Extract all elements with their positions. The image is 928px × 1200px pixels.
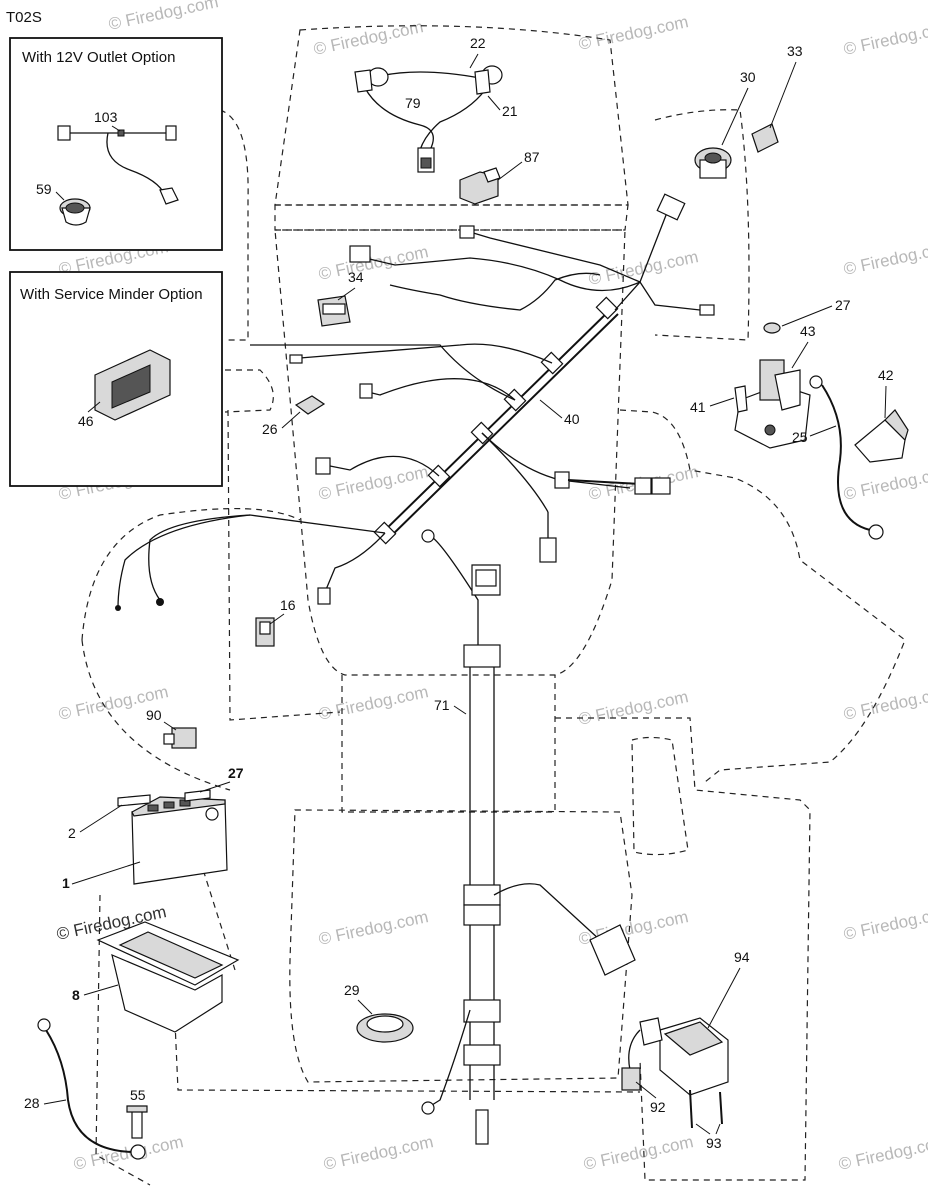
part-92-connector: 92 [621,1017,666,1115]
part-label-79: 79 [405,95,421,111]
part-1-battery: 1 [62,796,228,891]
part-label-103: 103 [94,109,118,125]
part-label-25: 25 [792,429,808,445]
part-16-connector: 16 [255,597,296,647]
part-label-2: 2 [68,825,76,841]
part-label-46: 46 [78,413,94,429]
part-label-71: 71 [434,697,450,713]
part-94-module: 94 [659,949,750,1096]
part-label-33: 33 [787,43,803,59]
part-label-27: 27 [228,765,244,781]
watermark: © Firedog.com [837,1132,928,1174]
watermark: © Firedog.com [842,237,928,279]
watermark: © Firedog.com [842,17,928,59]
part-label-59: 59 [36,181,52,197]
watermark: © Firedog.com [842,682,928,724]
part-label-94: 94 [734,949,750,965]
option-box-title: With Service Minder Option [20,286,203,303]
part-label-22: 22 [470,35,486,51]
part-43-solenoid: 27 43 41 [690,297,851,449]
part-label-16: 16 [280,597,296,613]
part-label-34: 34 [348,269,364,285]
option-box-12v-outlet: With 12V Outlet Option 103 59 [9,37,223,251]
harness-71: 71 [421,529,636,1145]
option-box-service-minder: With Service Minder Option 46 [9,271,223,487]
watermark: © Firedog.com [582,1132,695,1174]
part-label-41: 41 [690,399,706,415]
option-box-title: With 12V Outlet Option [22,49,175,66]
watermark: © Firedog.com [317,462,430,504]
part-33-module: 33 [751,43,803,153]
part-34-switch: 34 [317,269,364,327]
watermark: © Firedog.com [587,247,700,289]
part-label-29: 29 [344,982,360,998]
part-label-26: 26 [262,421,278,437]
part-label-43: 43 [800,323,816,339]
part-label-55: 55 [130,1087,146,1103]
watermark: © Firedog.com [312,17,425,59]
watermark: © Firedog.com [577,687,690,729]
watermark: © Firedog.com [107,0,220,34]
part-25-cable: 25 [792,375,884,540]
part-label-21: 21 [502,103,518,119]
part-87-relay: 87 [459,149,540,205]
part-90-switch: 90 [146,707,197,749]
part-27-bolt: 27 [184,765,244,802]
part-label-42: 42 [878,367,894,383]
part-29-horn: 29 [344,982,414,1043]
part-28-cable: 28 [24,1018,146,1160]
part-label-93: 93 [706,1135,722,1151]
tractor-frame-outline [81,25,906,1186]
main-harness-40: 40 [115,193,715,611]
watermark: © Firedog.com [317,907,430,949]
part-2-bolt: 2 [68,794,151,841]
part-label-87: 87 [524,149,540,165]
part-label-1: 1 [62,875,70,891]
watermark: © Firedog.com [842,902,928,944]
watermark: © Firedog.com [322,1132,435,1174]
watermark: © Firedog.com [842,462,928,504]
part-30-switch: 30 [694,69,756,179]
part-label-28: 28 [24,1095,40,1111]
part-26-fuse: 26 [262,395,326,437]
headlight-harness: 22 79 21 [354,35,518,173]
part-42-boot: 42 [854,367,909,463]
part-label-8: 8 [72,987,80,1003]
part-55-bolt: 55 [126,1087,148,1139]
part-label-92: 92 [650,1099,666,1115]
part-label-30: 30 [740,69,756,85]
watermark: © Firedog.com [577,12,690,54]
part-label-40: 40 [564,411,580,427]
watermark: © Firedog.com [317,682,430,724]
part-93-screws: 93 [689,1089,723,1151]
part-8-tray: 8 [72,921,240,1033]
part-label-90: 90 [146,707,162,723]
diagram-id: T02S [6,9,42,26]
part-label-27: 27 [835,297,851,313]
